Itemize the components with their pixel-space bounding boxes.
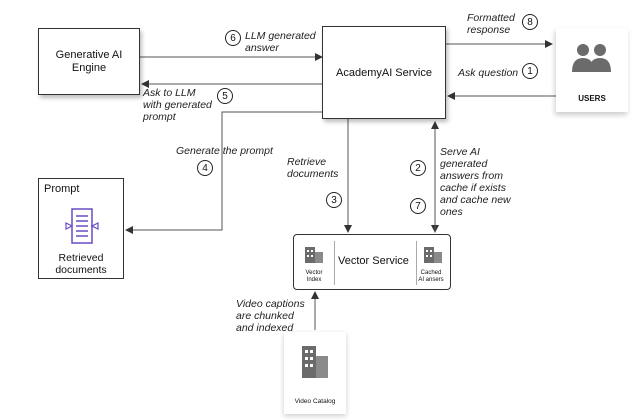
divider-left xyxy=(334,241,335,285)
step-6-label: LLM generated answer xyxy=(245,30,316,54)
academyai-service-box: AcademyAI Service xyxy=(322,26,446,119)
users-label: USERS xyxy=(578,94,606,103)
video-catalog-box: Video Catalog xyxy=(284,332,346,414)
step-1-label: Ask question xyxy=(458,67,519,79)
step-6-circle: 6 xyxy=(225,30,241,46)
vector-index-label: Vector Index xyxy=(305,270,323,283)
step-2-circle: 2 xyxy=(410,160,426,176)
video-captions-label: Video captions are chunked and indexed xyxy=(236,298,305,334)
step-3-circle: 3 xyxy=(326,192,342,208)
vector-service-label: Vector Service xyxy=(338,255,409,267)
step-7-circle: 7 xyxy=(410,198,426,214)
users-box: USERS xyxy=(556,28,628,112)
step-8-label: Formatted response xyxy=(467,12,515,36)
divider-right xyxy=(416,241,417,285)
step-4-circle: 4 xyxy=(197,160,213,176)
video-catalog-label: Video Catalog xyxy=(294,398,336,405)
prompt-box: Prompt Retrieved documents xyxy=(38,178,124,279)
step-1-circle: 1 xyxy=(522,63,538,79)
cached-answers-label: Cached AI ansers xyxy=(418,270,444,283)
document-icon xyxy=(65,208,99,244)
step-3-label: Retrieve documents xyxy=(287,156,339,180)
generative-ai-engine-box: Generative AI Engine xyxy=(38,28,140,95)
prompt-doc-label: Retrieved documents xyxy=(55,252,107,276)
generative-ai-engine-label: Generative AI Engine xyxy=(55,48,123,74)
step-5-circle: 5 xyxy=(217,88,233,104)
academyai-service-label: AcademyAI Service xyxy=(336,66,432,79)
users-icon xyxy=(572,44,611,72)
prompt-title: Prompt xyxy=(44,183,80,195)
step-8-circle: 8 xyxy=(522,14,538,30)
cached-answers-icon xyxy=(424,247,442,263)
step-4-label: Generate the prompt xyxy=(176,145,273,157)
cache-label: Serve AI generated answers from cache if… xyxy=(440,146,511,218)
vector-index-icon xyxy=(305,247,323,263)
vector-service-box: Vector Service Vector Index Cached AI an… xyxy=(293,234,451,290)
video-catalog-icon xyxy=(302,346,328,378)
step-5-label: Ask to LLM with generated prompt xyxy=(143,87,212,123)
